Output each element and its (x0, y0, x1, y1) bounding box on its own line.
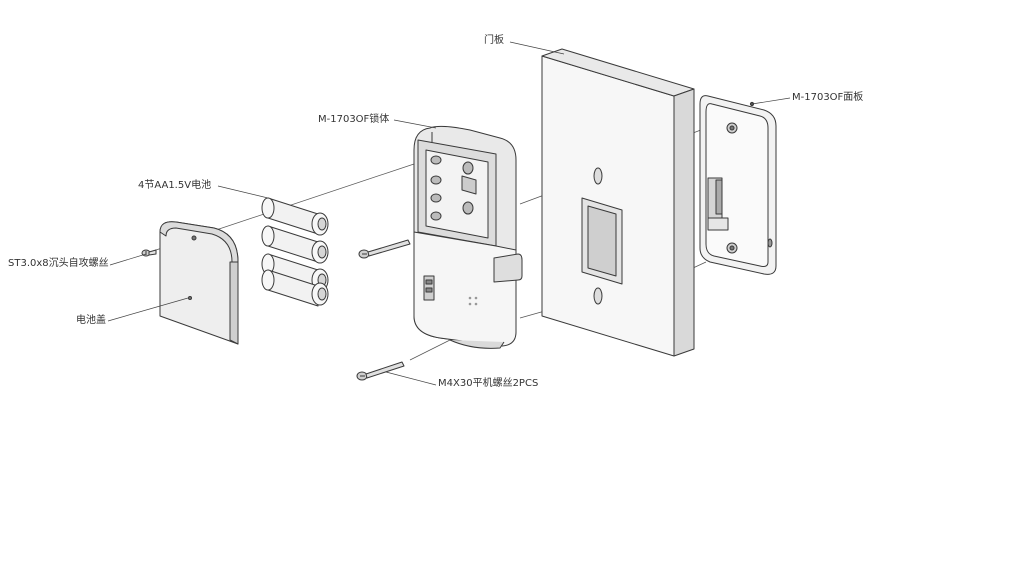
label-long-screw: M4X30平机螺丝2PCS (438, 378, 539, 389)
long-screw-top (358, 239, 411, 259)
lock-body (413, 125, 523, 349)
leader-lines (107, 41, 791, 386)
label-lock-body: M-1703OF锁体 (318, 114, 390, 125)
battery-cover (159, 221, 239, 345)
battery (261, 197, 329, 236)
label-small-screw: ST3.0x8沉头自攻螺丝 (8, 258, 109, 269)
door-panel (541, 48, 695, 357)
small-screw (141, 249, 157, 257)
outer-panel (699, 95, 777, 275)
batteries (261, 197, 329, 307)
battery (261, 269, 329, 307)
label-door-panel: 门板 (484, 35, 504, 46)
battery (261, 225, 329, 264)
long-screw-bottom (356, 361, 405, 381)
label-battery-cover: 电池盖 (76, 315, 106, 326)
label-batteries: 4节AA1.5V电池 (138, 180, 212, 191)
label-outer-panel: M-1703OF面板 (792, 92, 864, 103)
